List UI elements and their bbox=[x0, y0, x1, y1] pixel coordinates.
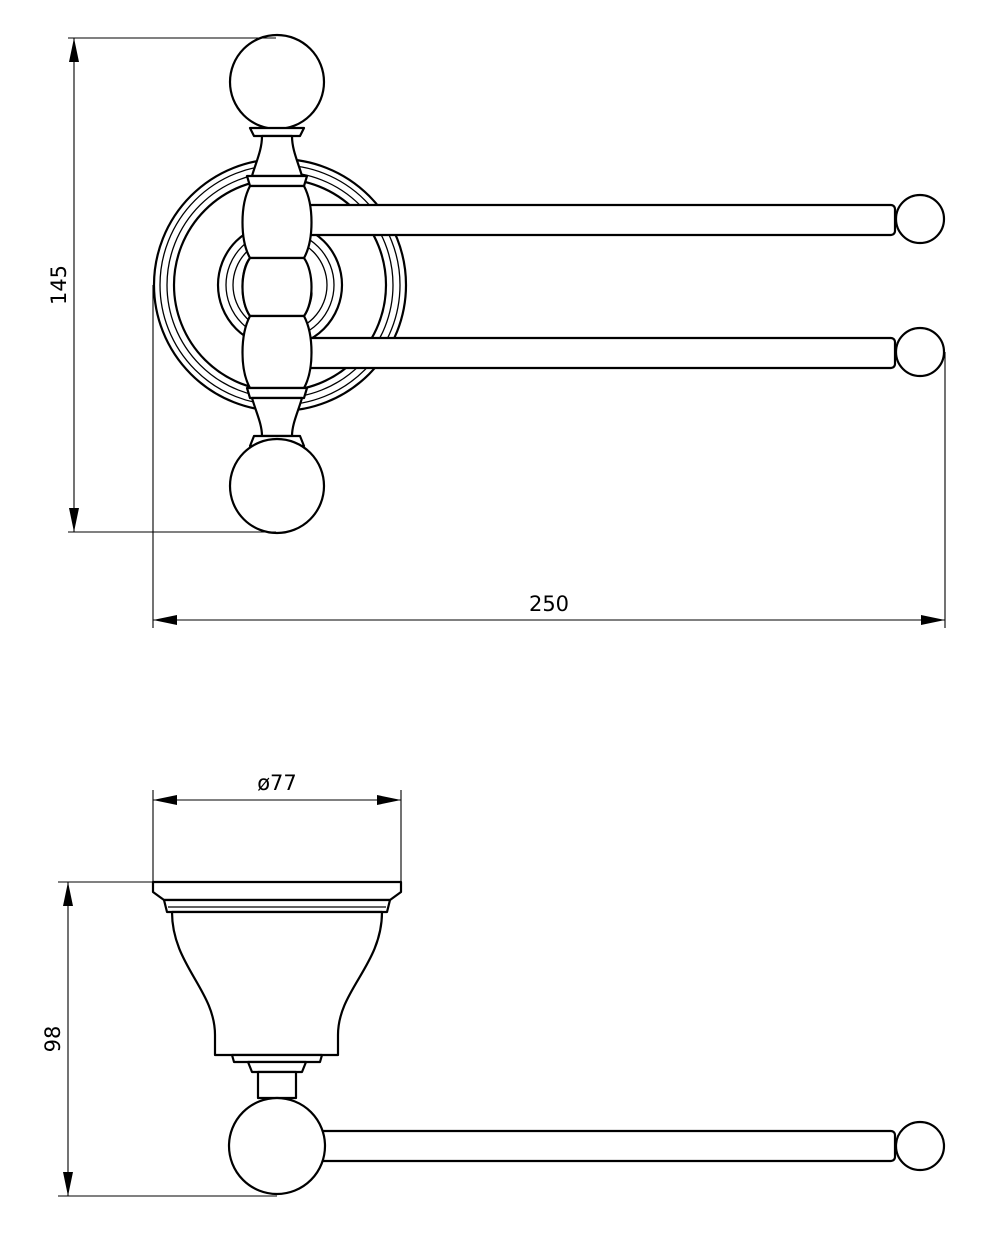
wall-flange bbox=[151, 880, 403, 1064]
dimension-height-side: 98 bbox=[41, 881, 277, 1197]
front-view: 145 250 bbox=[47, 33, 946, 628]
central-post bbox=[228, 33, 326, 535]
dimension-height-front: 145 bbox=[47, 37, 276, 533]
side-view: ø77 98 bbox=[41, 771, 946, 1197]
towel-arm-lower bbox=[303, 326, 946, 378]
dimension-diameter-side: ø77 bbox=[152, 771, 402, 882]
width-label-front: 250 bbox=[529, 592, 569, 616]
swivel-neck bbox=[246, 1060, 308, 1100]
height-label-side: 98 bbox=[41, 1026, 65, 1053]
towel-arm-upper bbox=[303, 193, 946, 245]
dimension-width-front: 250 bbox=[152, 285, 946, 628]
side-ball bbox=[227, 1096, 327, 1196]
towel-arm-side bbox=[303, 1120, 946, 1172]
diameter-label-side: ø77 bbox=[257, 771, 297, 795]
height-label-front: 145 bbox=[47, 265, 71, 305]
